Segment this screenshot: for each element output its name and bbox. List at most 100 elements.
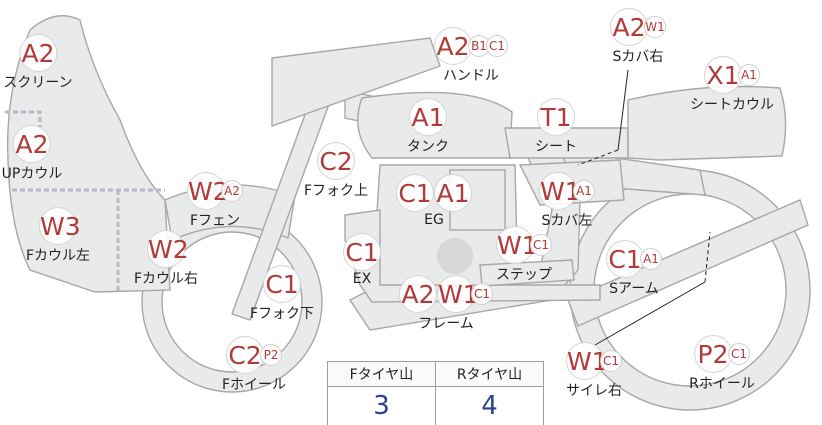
code-badges: T1: [535, 98, 577, 136]
engine-case-circle: [437, 238, 473, 274]
code-badges: C1: [343, 233, 381, 271]
part-name: Sカバ右: [612, 49, 664, 65]
part-name: UPカウル: [1, 166, 63, 182]
part-name: Sアーム: [609, 281, 659, 297]
damage-code: A2: [434, 27, 472, 65]
code-badges: C2: [304, 142, 368, 180]
leader-s-cover-right: [617, 69, 629, 151]
sub-damage-code: P2: [260, 344, 282, 366]
part-name: Rホイール: [689, 376, 755, 392]
damage-code: W1: [539, 172, 581, 210]
code-badges: A2: [3, 34, 72, 72]
damage-code: A2: [19, 34, 57, 72]
code-badges: C1: [250, 265, 314, 303]
sub-damage-code: C1: [600, 350, 622, 372]
damage-code: W1: [496, 226, 538, 264]
tire-tread-table: Fタイヤ山 Rタイヤ山 3 4: [327, 361, 544, 425]
step-shape: [479, 259, 575, 287]
damage-code: X1: [704, 56, 742, 94]
part-name: EG: [424, 212, 444, 228]
cowl-seam-upper: [5, 110, 42, 128]
part-name: フレーム: [418, 316, 474, 332]
seat-cowl-shape: [627, 85, 787, 161]
code-badges: A1: [407, 98, 449, 136]
sub-damage-code: C1: [530, 234, 552, 256]
part-name: ステップ: [496, 267, 552, 283]
leader-silencer-right: [594, 281, 706, 346]
rear-tire-value: 4: [435, 386, 544, 425]
damage-code: T1: [537, 98, 575, 136]
damage-code: W2: [147, 230, 189, 268]
part-name: Fカウル左: [25, 248, 91, 264]
handlebar-shape: [271, 37, 441, 127]
part-name: Fカウル右: [133, 271, 199, 287]
damage-code: A1: [409, 98, 447, 136]
damage-code: W1: [437, 275, 479, 313]
damage-code: W1: [566, 342, 608, 380]
part-name: EX: [352, 271, 372, 287]
rear-tire-header: Rタイヤ山: [435, 361, 544, 387]
part-name: シート: [535, 139, 577, 155]
part-name: Fホイール: [221, 377, 287, 393]
part-name: タンク: [407, 139, 449, 155]
front-tire-header: Fタイヤ山: [327, 361, 436, 387]
front-tire-value: 3: [327, 386, 436, 425]
damage-code: P2: [693, 335, 732, 373]
code-badges: A2: [2, 125, 63, 163]
code-badges: W3: [26, 207, 90, 245]
sub-damage-code: A1: [738, 64, 760, 86]
damage-code: C2: [226, 336, 264, 374]
label-screen: A2 スクリーン: [3, 34, 73, 92]
tire-table-value-row: 3 4: [327, 386, 544, 425]
damage-code: C2: [317, 142, 355, 180]
label-seat: T1 シート: [535, 98, 577, 156]
damage-code: A2: [399, 275, 437, 313]
code-badges: W2: [134, 230, 198, 268]
damage-code: W3: [39, 207, 81, 245]
damage-code: C1: [396, 174, 434, 212]
part-name: スクリーン: [3, 75, 73, 91]
part-name: シートカウル: [690, 97, 774, 113]
part-name: ハンドル: [443, 68, 499, 84]
leader-s-cover-right-2: [577, 149, 619, 166]
part-name: Sカバ左: [541, 213, 593, 229]
damage-code: A2: [610, 8, 648, 46]
sub-damage-code: B1: [468, 35, 490, 57]
label-tank: A1 タンク: [407, 98, 449, 156]
damage-code: A1: [434, 174, 472, 212]
sub-damage-code: A2: [221, 180, 243, 202]
part-name: Fフォク下: [249, 306, 315, 322]
sub-damage-code: W1: [644, 16, 666, 38]
part-name: Fフォク上: [303, 183, 369, 199]
leader-silencer-right-2: [704, 231, 711, 283]
sub-damage-code: C1: [471, 283, 493, 305]
sub-damage-code: A1: [640, 248, 662, 270]
part-name: Fフェン: [189, 213, 241, 229]
sub-damage-code: C1: [486, 35, 508, 57]
